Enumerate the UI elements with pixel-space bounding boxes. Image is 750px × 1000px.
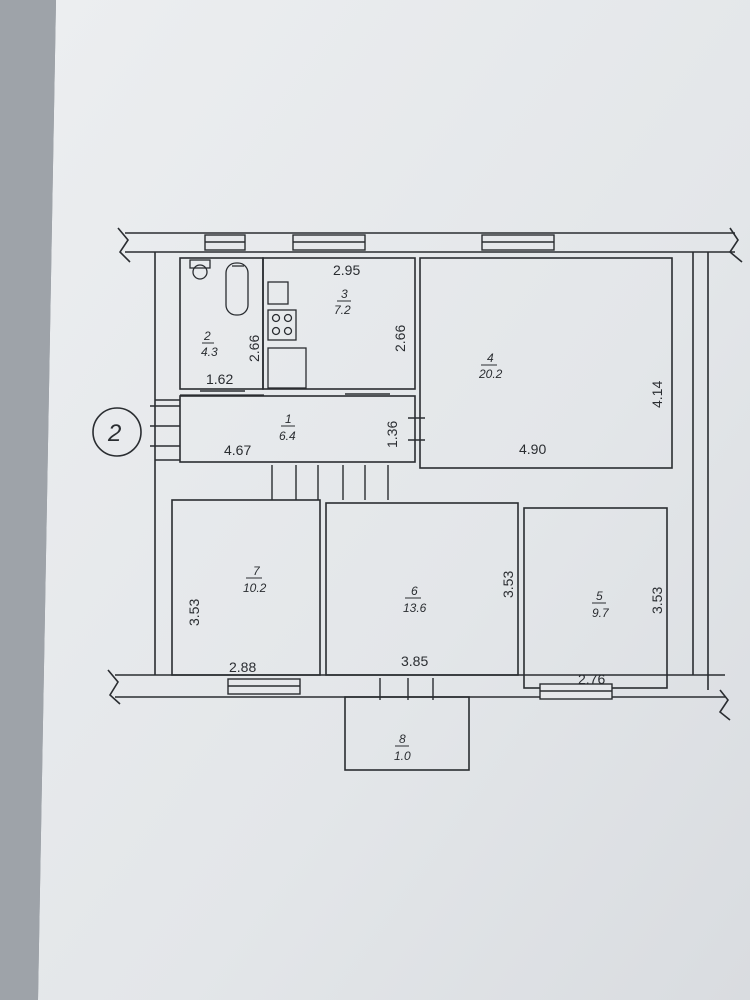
section-marker-circle <box>92 407 142 457</box>
room-1-area: 6.4 <box>279 429 296 443</box>
stove <box>267 309 297 341</box>
room-1-outline <box>179 395 416 463</box>
room-6-number: 6 <box>411 584 418 598</box>
room-6-outline <box>325 502 519 676</box>
dim-room2-height: 2.66 <box>246 335 262 362</box>
room-8-area: 1.0 <box>394 749 411 763</box>
windows <box>204 234 613 700</box>
section-marker-label: 2 <box>107 420 121 447</box>
dim-room1-height: 1.36 <box>384 421 400 448</box>
room-5-number: 5 <box>596 589 603 603</box>
paper-shadow-edge <box>0 0 56 1000</box>
room-3-area: 7.2 <box>334 303 351 317</box>
room-5-area: 9.7 <box>592 606 610 620</box>
paper-sheet <box>38 0 750 1000</box>
room-8-number: 8 <box>399 732 406 746</box>
dim-room3-width: 2.95 <box>333 262 360 278</box>
room-2-area: 4.3 <box>201 345 218 359</box>
dim-room2-width: 1.62 <box>206 371 233 387</box>
rooms <box>171 257 673 771</box>
sink <box>267 281 289 305</box>
dim-room4-height: 4.14 <box>649 381 665 408</box>
room-4-number: 4 <box>487 351 494 365</box>
room-1-number: 1 <box>285 412 292 426</box>
dim-room4-width: 4.90 <box>519 441 546 457</box>
dim-room6-width: 3.85 <box>401 653 428 669</box>
dimension-labels: 2.95 2.66 2.66 1.62 4.67 1.36 4.90 4.14 … <box>186 262 665 687</box>
counter <box>267 347 307 389</box>
room-4-outline <box>419 257 673 469</box>
dim-room3-height: 2.66 <box>392 325 408 352</box>
toilet <box>192 264 208 280</box>
dim-room7-width: 2.88 <box>229 659 256 675</box>
doorways <box>150 390 434 700</box>
dim-room5-width: 2.76 <box>578 671 605 687</box>
bathtub <box>225 262 249 316</box>
room-3-number: 3 <box>341 287 348 301</box>
fixtures <box>180 259 307 396</box>
room-8-outline <box>344 696 470 771</box>
room-7-area: 10.2 <box>243 581 267 595</box>
dim-room7-height: 3.53 <box>186 599 202 626</box>
room-3-outline <box>262 257 416 390</box>
dim-room1-width: 4.67 <box>224 442 251 458</box>
room-4-area: 20.2 <box>478 367 503 381</box>
room-7-number: 7 <box>253 564 261 578</box>
room-7-outline <box>171 499 321 676</box>
room-labels: 2 4.3 3 7.2 4 20.2 1 6.4 7 10.2 6 13.6 5… <box>201 287 610 763</box>
dim-room5-height: 3.53 <box>649 587 665 614</box>
room-2-number: 2 <box>203 329 211 343</box>
dim-room6-height: 3.53 <box>500 571 516 598</box>
room-6-area: 13.6 <box>403 601 427 615</box>
